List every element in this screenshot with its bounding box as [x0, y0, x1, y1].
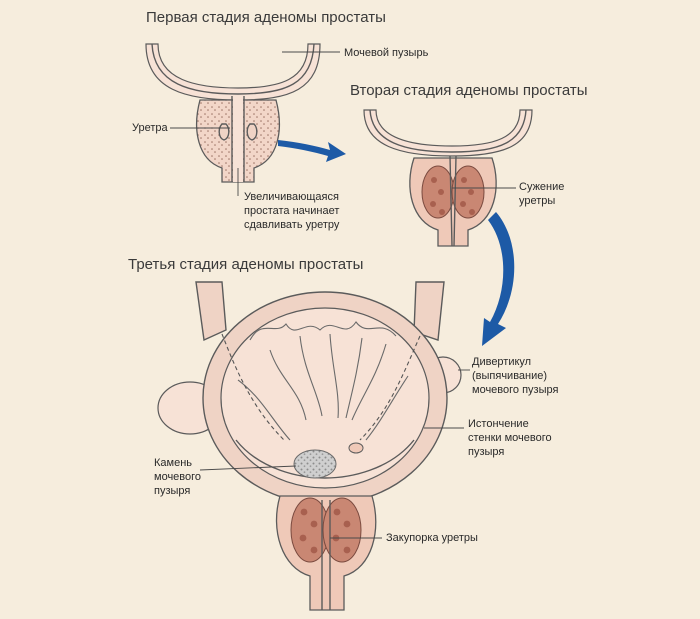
label-enlarging: Увеличивающаяся простата начинает сдавли…: [244, 191, 340, 231]
leader-stone: [199, 465, 297, 471]
stage2-illustration: [363, 109, 533, 247]
stage1-illustration: [145, 43, 321, 183]
label-narrowing: Сужение уретры: [519, 181, 565, 207]
label-bladder: Мочевой пузырь: [344, 47, 429, 59]
stage3-illustration: [157, 281, 462, 611]
label-stone: Камень мочевого пузыря: [154, 457, 202, 497]
title-stage3: Третья стадия аденомы простаты: [128, 256, 364, 273]
label-urethra: Уретра: [132, 122, 168, 134]
bladder-stone: [293, 449, 337, 479]
title-stage1: Первая стадия аденомы простаты: [146, 9, 386, 26]
label-diverticulum: Дивертикул (выпячивание) мочевого пузыря: [472, 356, 559, 396]
label-obstruction: Закупорка уретры: [386, 532, 478, 544]
arrow-stage2-to-stage3: [482, 212, 515, 346]
label-thinning: Истончение стенки мочевого пузыря: [468, 418, 552, 458]
title-stage2: Вторая стадия аденомы простаты: [350, 82, 588, 99]
arrow-stage1-to-stage2: [278, 140, 346, 162]
